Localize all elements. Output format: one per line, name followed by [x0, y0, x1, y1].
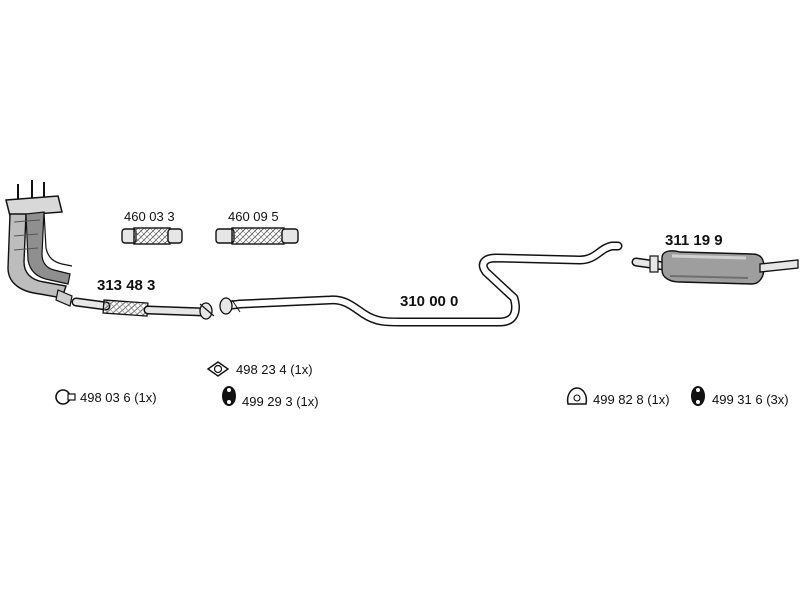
fitting-label: 499 29 3 (1x) [242, 394, 319, 409]
flex-pipe-icon[interactable] [215, 227, 299, 245]
fitting-label: 499 82 8 (1x) [593, 392, 670, 407]
hanger-ring-icon[interactable] [566, 387, 588, 405]
rear-silencer-icon[interactable] [631, 250, 799, 285]
part-number-label: 460 09 5 [228, 209, 279, 224]
gasket-icon[interactable] [206, 361, 230, 377]
rubber-mount-icon[interactable] [691, 386, 705, 406]
middle-pipe-icon[interactable] [219, 241, 623, 327]
part-number-label: 460 03 3 [124, 209, 175, 224]
part-number-label: 313 48 3 [97, 277, 156, 294]
fitting-label: 499 31 6 (3x) [712, 392, 789, 407]
rubber-mount-icon[interactable] [222, 386, 236, 406]
fitting-label: 498 23 4 (1x) [236, 362, 313, 377]
flex-pipe-icon[interactable] [121, 227, 183, 245]
part-number-label: 311 19 9 [665, 232, 723, 249]
part-number-label: 310 00 0 [400, 293, 459, 310]
clamp-ring-icon[interactable] [55, 389, 76, 405]
exhaust-manifold-icon[interactable] [5, 180, 73, 307]
front-pipe-icon[interactable] [71, 297, 215, 320]
fitting-label: 498 03 6 (1x) [80, 390, 157, 405]
